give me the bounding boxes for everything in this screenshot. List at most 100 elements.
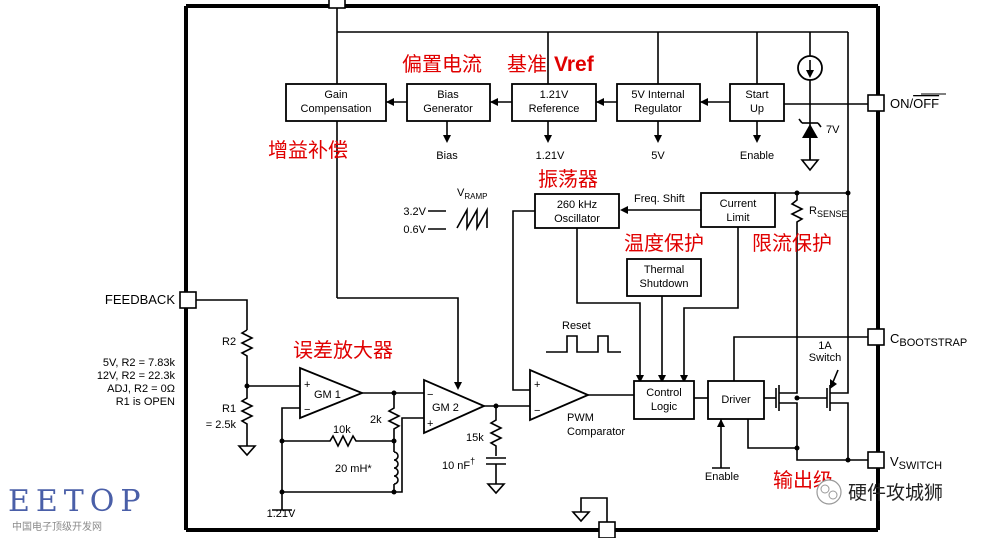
svg-text:+: + <box>304 379 310 391</box>
annotation-current-limit: 限流保护 <box>752 231 832 255</box>
gain-compensation-block: Gain Compensation <box>285 83 387 122</box>
svg-text:ON/OFF: ON/OFF <box>890 96 939 111</box>
svg-text:−: − <box>534 405 540 417</box>
switch-label-2: Switch <box>809 352 841 364</box>
driver-block: Driver <box>707 380 765 420</box>
svg-text:R1 is OPEN: R1 is OPEN <box>116 396 175 408</box>
gm2-amplifier: GM 2 − + <box>423 378 487 435</box>
svg-text:中国电子顶级开发网: 中国电子顶级开发网 <box>12 520 102 533</box>
svg-text:Regulator: Regulator <box>634 103 682 115</box>
svg-text:Thermal: Thermal <box>644 264 684 276</box>
svg-text:GM 2: GM 2 <box>432 402 459 414</box>
svg-text:EETOP: EETOP <box>8 484 147 519</box>
svg-text:Generator: Generator <box>423 103 473 115</box>
annotation-error-amp: 误差放大器 <box>293 338 393 362</box>
annotation-vref: Vref <box>554 53 595 76</box>
oscillator-block: 260 kHz Oscillator <box>534 193 620 229</box>
switch-pin-label: VSWITCH <box>890 454 942 472</box>
gm1-amplifier: GM 1 + − <box>299 366 365 420</box>
r1-label: R1 <box>222 403 236 415</box>
on-off-pin: ON/OFF <box>867 93 946 112</box>
wechat-watermark: 硬件攻城狮 <box>816 479 943 505</box>
svg-text:GM 1: GM 1 <box>314 389 341 401</box>
svg-text:Bias: Bias <box>437 89 459 101</box>
svg-text:Shutdown: Shutdown <box>640 278 689 290</box>
svg-text:−: − <box>304 404 310 416</box>
pwm-label-1: PWM <box>567 412 594 424</box>
ramp-high-label: 3.2V <box>403 206 426 218</box>
output-switch <box>764 369 851 463</box>
start-up-block: Start Up <box>729 83 785 122</box>
svg-text:+: + <box>534 379 540 391</box>
bias-output-label: Bias <box>436 150 458 162</box>
10k-label: 10k <box>333 424 351 436</box>
annotation-bias-current: 偏置电流 <box>402 52 482 76</box>
gnd-121-label: 1.21V <box>267 508 296 520</box>
annotation-reference: 基准 <box>507 52 547 76</box>
regulator-block: 5V Internal Regulator <box>616 83 701 122</box>
bias-generator-block: Bias Generator <box>406 83 491 122</box>
annotation-oscillator: 振荡器 <box>538 167 598 191</box>
bootstrap-pin <box>867 328 885 346</box>
rsense-label: RSENSE <box>809 205 847 219</box>
control-logic-block: Control Logic <box>633 380 695 420</box>
current-limit-block: Current Limit <box>700 192 776 228</box>
enable-output-label: Enable <box>740 150 774 162</box>
svg-text:硬件攻城狮: 硬件攻城狮 <box>848 482 943 504</box>
reset-waveform <box>546 335 621 353</box>
svg-text:Gain: Gain <box>324 89 347 101</box>
svg-text:260 kHz: 260 kHz <box>557 199 597 211</box>
svg-text:−: − <box>427 389 433 401</box>
annotation-gain-comp: 增益补偿 <box>268 138 348 162</box>
svg-text:5V Internal: 5V Internal <box>631 89 684 101</box>
svg-text:5V, R2 = 7.83k: 5V, R2 = 7.83k <box>103 357 176 369</box>
ground-pin <box>598 521 616 538</box>
15k-label: 15k <box>466 432 484 444</box>
ramp-waveform <box>428 206 488 232</box>
svg-text:Oscillator: Oscillator <box>554 213 600 225</box>
feedback-pin <box>179 291 197 309</box>
svg-text:Control: Control <box>646 387 681 399</box>
cap-label: 10 nF† <box>442 456 475 472</box>
current-source <box>797 55 823 81</box>
svg-text:12V, R2 = 22.3k: 12V, R2 = 22.3k <box>97 370 176 382</box>
svg-text:Limit: Limit <box>726 212 749 224</box>
zener-diode <box>798 118 822 172</box>
ramp-low-label: 0.6V <box>403 224 426 236</box>
switch-label-1: 1A <box>818 340 832 352</box>
svg-text:Start: Start <box>745 89 768 101</box>
enable-bottom-label: Enable <box>705 471 739 483</box>
bootstrap-label: CBOOTSTRAP <box>890 331 967 349</box>
svg-text:Current: Current <box>720 198 757 210</box>
svg-text:ADJ, R2 = 0Ω: ADJ, R2 = 0Ω <box>107 383 175 395</box>
r1-value: = 2.5k <box>206 419 237 431</box>
svg-text:Logic: Logic <box>651 401 678 413</box>
ic-frame <box>184 4 880 532</box>
vramp-label: VRAMP <box>457 187 487 201</box>
reset-label: Reset <box>562 320 591 332</box>
r2-label: R2 <box>222 336 236 348</box>
ref-output-label: 1.21V <box>536 150 565 162</box>
annotation-thermal: 温度保护 <box>624 231 704 255</box>
thermal-shutdown-block: Thermal Shutdown <box>626 258 702 297</box>
reference-block: 1.21V Reference <box>511 83 597 122</box>
zener-label: 7V <box>826 124 840 136</box>
eetop-logo: EETOP 中国电子顶级开发网 <box>8 484 147 533</box>
svg-text:+: + <box>427 418 433 430</box>
svg-text:Compensation: Compensation <box>301 103 372 115</box>
5v-output-label: 5V <box>651 150 665 162</box>
freq-shift-label: Freq. Shift <box>634 193 685 205</box>
switch-pin <box>867 451 885 469</box>
top-pin <box>328 0 346 9</box>
pwm-label-2: Comparator <box>567 426 625 438</box>
svg-text:Driver: Driver <box>721 394 751 406</box>
pwm-comparator: + − <box>529 368 591 422</box>
2k-label: 2k <box>370 414 382 426</box>
svg-text:1.21V: 1.21V <box>540 89 569 101</box>
svg-text:Reference: Reference <box>529 103 580 115</box>
arrows <box>386 98 761 390</box>
r2-table: 5V, R2 = 7.83k 12V, R2 = 22.3k ADJ, R2 =… <box>97 357 176 408</box>
inductor-label: 20 mH* <box>335 463 372 475</box>
svg-text:Up: Up <box>750 103 764 115</box>
